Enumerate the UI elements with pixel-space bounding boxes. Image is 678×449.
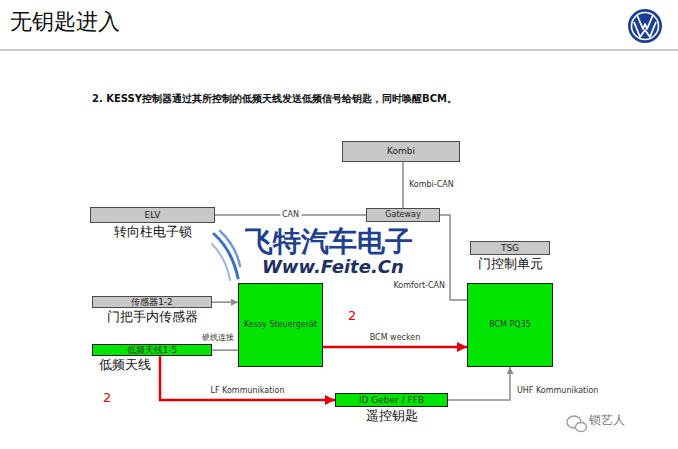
edge-label: 硬线连接 [200, 333, 236, 343]
bus-line [448, 367, 510, 400]
box-label: ID Geber / FFB [359, 395, 424, 405]
wechat-icon [567, 416, 587, 432]
edge-label: LF Kommunikation [208, 386, 286, 396]
watermark: 飞特汽车电子 [245, 226, 413, 258]
subtitle: 2. KESSY控制器通过其所控制的低频天线发送低频信号给钥匙，同时唤醒BCM。 [92, 93, 457, 105]
key-box: ID Geber / FFB遥控钥匙 [335, 393, 448, 407]
box-caption: 转向柱电子锁 [114, 225, 192, 240]
gateway-box: Gateway [366, 208, 440, 222]
sensor-box: 传感器1-2门把手内传感器 [92, 296, 212, 308]
callout-number: 2 [348, 309, 356, 324]
box-label: Kombi [387, 146, 415, 156]
page-title: 无钥匙进入 [10, 9, 120, 34]
edge-label: UHF Kommunikation [515, 386, 600, 396]
edge-label: Komfort-CAN [391, 281, 447, 291]
box-label: Gateway [385, 210, 420, 219]
box-label: ELV [145, 210, 161, 220]
box-label: 传感器1-2 [131, 297, 173, 307]
watermark-swoosh [212, 231, 240, 280]
header-rule [0, 49, 678, 51]
module-box: TSG门控制单元 [470, 241, 550, 255]
watermark: 锁艺人 [589, 414, 625, 428]
bus-line [212, 349, 238, 351]
box-caption: 遥控钥匙 [366, 409, 418, 424]
module-box: ELV转向柱电子锁 [90, 207, 215, 223]
box-label: TSG [501, 243, 519, 253]
box-caption: 低频天线 [99, 358, 151, 373]
bus-line [212, 301, 238, 303]
watermark: Www.Feite.Cn [262, 257, 404, 278]
box-caption: 门控制单元 [478, 257, 543, 272]
edge-label: CAN [280, 210, 301, 220]
brand-logo [628, 9, 662, 43]
antenna-box: 低频天线1-5低频天线 [92, 344, 212, 356]
callout-number: 2 [103, 391, 111, 406]
edge-label: BCM wecken [368, 333, 423, 343]
bus-line [402, 162, 404, 208]
controller-box: Kessy Steuergerät [238, 283, 323, 367]
edge-label: Kombi-CAN [407, 180, 456, 190]
box-label: BCM PQ35 [489, 320, 531, 329]
box-label: 低频天线1-5 [127, 345, 178, 355]
signal-arrow [323, 346, 467, 349]
box-caption: 门把手内传感器 [107, 310, 198, 325]
cluster-box: Kombi [342, 141, 460, 162]
box-label: Kessy Steuergerät [244, 320, 317, 329]
controller-box: BCM PQ35 [467, 283, 553, 367]
